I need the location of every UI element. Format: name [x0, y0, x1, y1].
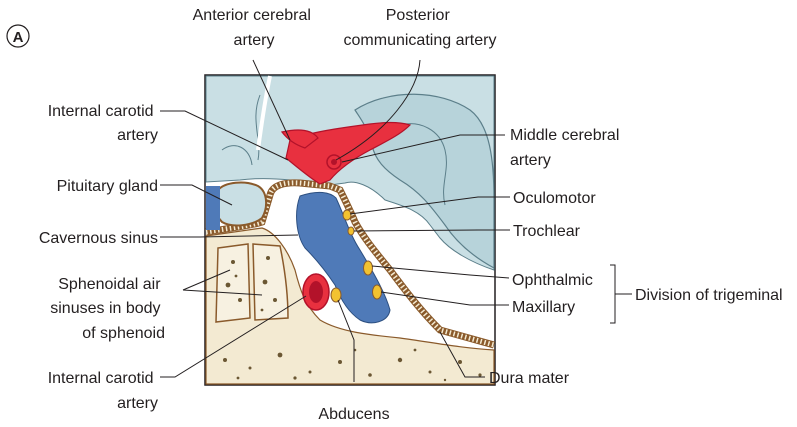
label-ophthalmic: Ophthalmic — [512, 272, 593, 289]
ophthalmic-nerve — [364, 261, 373, 275]
panel-letter-badge: A — [7, 25, 29, 47]
maxillary-nerve — [373, 285, 382, 299]
oculomotor-nerve — [343, 210, 351, 220]
label-trochlear: Trochlear — [513, 223, 581, 240]
pituitary-gland — [215, 183, 267, 226]
label-abducens: Abducens — [318, 406, 389, 423]
label-posterior-communicating-artery: Posterior communicating artery — [344, 7, 497, 49]
label-maxillary: Maxillary — [512, 299, 575, 316]
internal-carotid-lumen — [309, 281, 323, 303]
label-pituitary-gland: Pituitary gland — [57, 178, 158, 195]
label-internal-carotid-artery-top: Internal carotid artery — [48, 103, 158, 144]
label-cavernous-sinus: Cavernous sinus — [39, 230, 158, 247]
label-middle-cerebral-artery: Middle cerebral artery — [510, 127, 624, 169]
label-division-of-trigeminal: Division of trigeminal — [635, 287, 783, 304]
abducens-nerve — [331, 288, 341, 302]
label-internal-carotid-artery-bottom: Internal carotid artery — [48, 370, 158, 412]
label-sphenoidal-air-sinuses: Sphenoidal air sinuses in body of spheno… — [50, 276, 165, 342]
air-sinus-left — [216, 244, 250, 322]
label-oculomotor: Oculomotor — [513, 190, 596, 207]
label-dura-mater: Dura mater — [489, 370, 570, 387]
panel-letter: A — [13, 29, 24, 46]
label-anterior-cerebral-artery: Anterior cerebral artery — [193, 7, 316, 49]
trochlear-nerve — [348, 227, 354, 235]
